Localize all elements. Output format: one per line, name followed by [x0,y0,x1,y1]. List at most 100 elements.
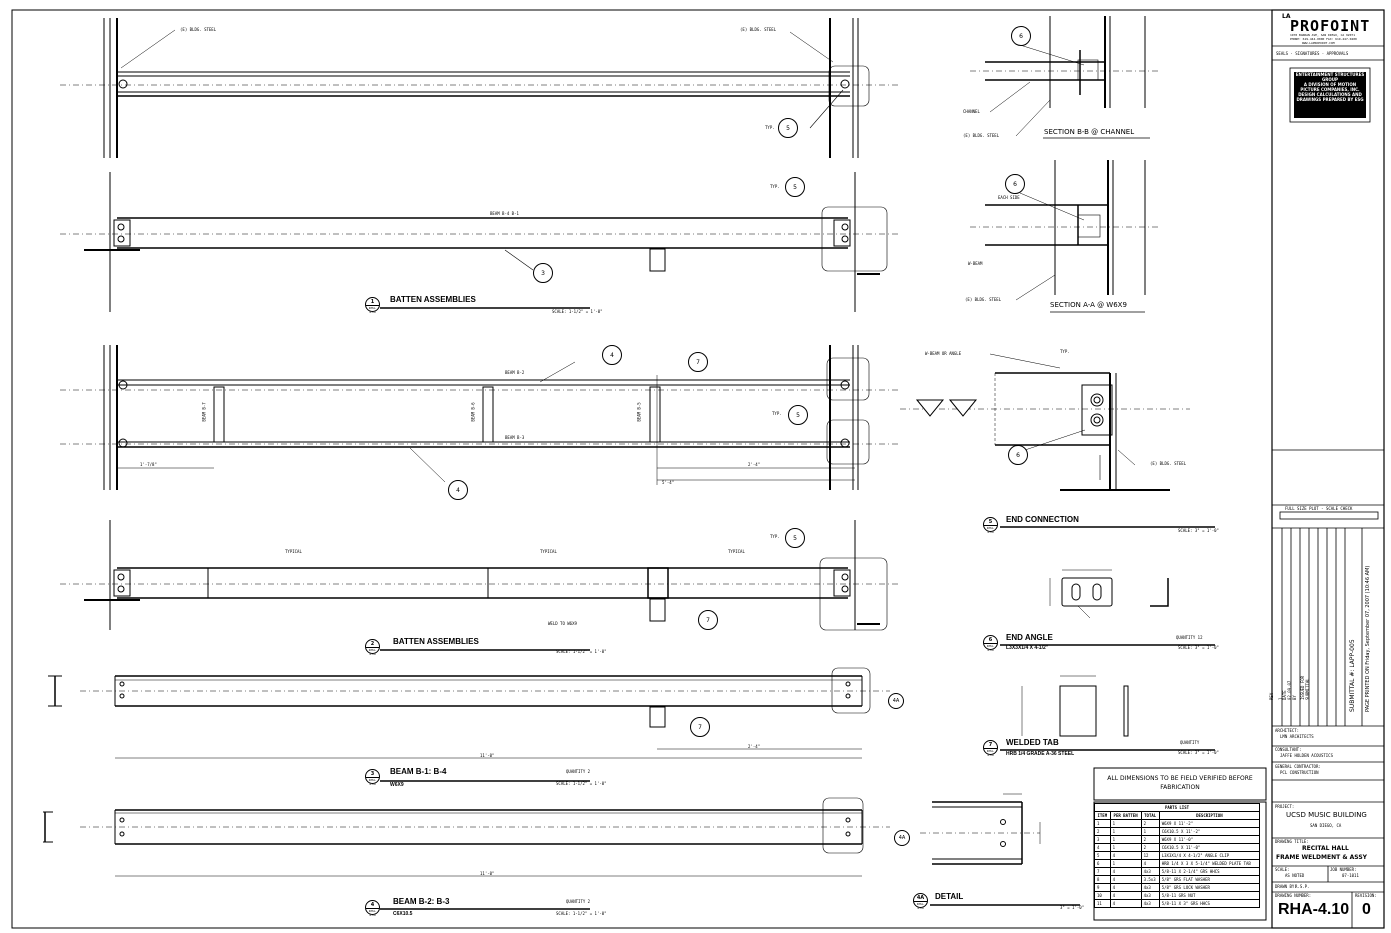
drawing-title-label: DRAWING TITLE: [1275,839,1309,844]
dim-e: 2'-4" [748,744,761,749]
beam-b7-label: BEAM B-7 [201,402,207,422]
drawn-label: DRAWN BY: [1275,884,1297,889]
company-address-1: 1970 BARRAN AVE, SAN DIEGO, CA 92071 [1290,33,1356,37]
parts-col-total: TOTAL [1140,811,1160,820]
consultant-value: JAFFE HOLDEN ACOUSTICS [1280,753,1333,758]
callout-4a-a: 4A [888,693,904,709]
view3-title: BEAM B-1: B-4 [390,767,447,776]
typ-label-1: TYP. [765,125,775,130]
section-bb-title: SECTION B-B @ CHANNEL [1044,128,1135,136]
parts-cell-per: 1 [1109,843,1142,852]
parts-col-per: PER BATTEN [1109,811,1142,820]
parts-cell-item: 6 [1094,859,1111,868]
parts-cell-per: 4 [1109,875,1142,884]
callout-6-a: 6 [1011,26,1031,46]
stamp-note: DESIGN CALCULATIONS AND DRAWINGS PREPARE… [1296,92,1364,102]
view4a-title: DETAIL [935,892,964,901]
drawing-title-2: FRAME WELDMENT & ASSY [1276,854,1367,861]
parts-cell-total: 4x3 [1140,891,1160,900]
seals-label: SEALS · SIGNATURES · APPROVALS [1276,51,1349,56]
beam-b2-label: BEAM B-2 [505,370,525,375]
revision-number: 0 [1362,901,1371,918]
beam-b4b1-label: BEAM B-4 B-1 [490,211,519,216]
callout-4-a: 4 [602,345,622,365]
view2-elevation [60,520,900,631]
callout-4-b: 4 [448,480,468,500]
parts-cell-desc: HRB 1/4 X 3 X 5-1/4" WELDED PLATE TAB [1158,859,1261,868]
parts-col-desc: DESCRIPTION [1158,811,1261,820]
parts-cell-total: 4 [1140,859,1160,868]
parts-cell-desc: 5/8-11 X 2-1/4" GRS HHCS [1158,867,1261,876]
callout-5-d: 5 [785,528,805,548]
callout-7-b: 7 [698,610,718,630]
dim-c: 5'-4" [662,480,675,485]
each-side-label: EACH SIDE [998,195,1020,200]
project-city: SAN DIEGO, CA [1310,823,1342,828]
view2-title: BATTEN ASSEMBLIES [393,637,479,646]
parts-cell-total: 4x3 [1140,883,1160,892]
architect-value: LMN ARCHITECTS [1280,734,1314,739]
scale-label: SCALE: [1275,867,1290,872]
parts-cell-per: 1 [1109,859,1142,868]
view4-scale: SCALE: 1-1/2" = 1'-0" [556,911,607,916]
parts-cell-item: 8 [1094,875,1111,884]
parts-cell-total: 4x3 [1140,899,1160,908]
view7-scale: SCALE: 3" = 1'-0" [1178,750,1219,755]
beam-b6-label: BEAM B-6 [470,402,476,422]
typ-label-4: TYP. [770,534,780,539]
drawing-title-1: RECITAL HALL [1302,845,1349,852]
parts-cell-per: 4 [1109,891,1142,900]
parts-cell-desc: 5/8-11 X 3" GRS HHCS [1158,899,1261,908]
parts-cell-total: 2 [1140,835,1160,844]
parts-cell-desc: W6X9 X 11'-2" [1158,819,1261,828]
typical-3: TYPICAL [728,549,745,554]
parts-cell-desc: 5/8-11 GRS NUT [1158,891,1261,900]
welded-tab [1021,675,1129,737]
view6-scale: SCALE: 3" = 1'-0" [1178,645,1219,650]
stamp-body: A DIVISION OF MOTION PICTURE COMPANIES, … [1300,82,1360,92]
architect-label: ARCHITECT: [1275,728,1300,733]
consultant-label: CONSULTANT: [1275,747,1302,752]
page-printed: PAGE PRINTED ON Friday, September 07, 20… [1365,565,1371,712]
callout-6-b: 6 [1005,174,1025,194]
parts-cell-item: 7 [1094,867,1111,876]
revision-label: REVISION: [1355,893,1377,898]
by-header: BY [1292,695,1297,700]
parts-list-title: PARTS LIST [1094,803,1260,812]
parts-cell-per: 4 [1109,883,1142,892]
view5-title: END CONNECTION [1006,515,1079,524]
view3-scale: SCALE: 1-1/2" = 1'-0" [556,781,607,786]
view4-sub: C6X10.5 [393,911,413,917]
typ-label-3: TYP. [772,411,782,416]
scale-check-label: FULL SIZE PLOT - SCALE CHECK [1285,506,1353,511]
view4-beam [43,797,890,877]
parts-cell-item: 3 [1094,835,1111,844]
callout-5-a: 5 [778,118,798,138]
view1-elevation [60,172,900,312]
parts-cell-item: 4 [1094,843,1111,852]
project-label: PROJECT: [1275,804,1295,809]
company-address-2: PHONE: 619-444-0000 FAX: 619-447-0400 [1290,37,1357,41]
view7-sub: HRB 1/4 GRADE A-36 STEEL [1006,751,1075,757]
parts-cell-per: 4 [1109,899,1142,908]
company-logo: PROFOINT [1290,17,1371,35]
company-prefix: LA [1282,13,1291,20]
dim-f: 11'-0" [480,871,495,876]
parts-cell-per: 4 [1109,851,1142,860]
view1-linework [60,18,900,158]
view4a-scale: 3" = 1'-0" [1060,905,1085,910]
typical-1: TYPICAL [285,549,302,554]
parts-cell-desc: L3X3X1/4 X 4-1/2" ANGLE CLIP [1158,851,1261,860]
callout-6-c: 6 [1008,445,1028,465]
